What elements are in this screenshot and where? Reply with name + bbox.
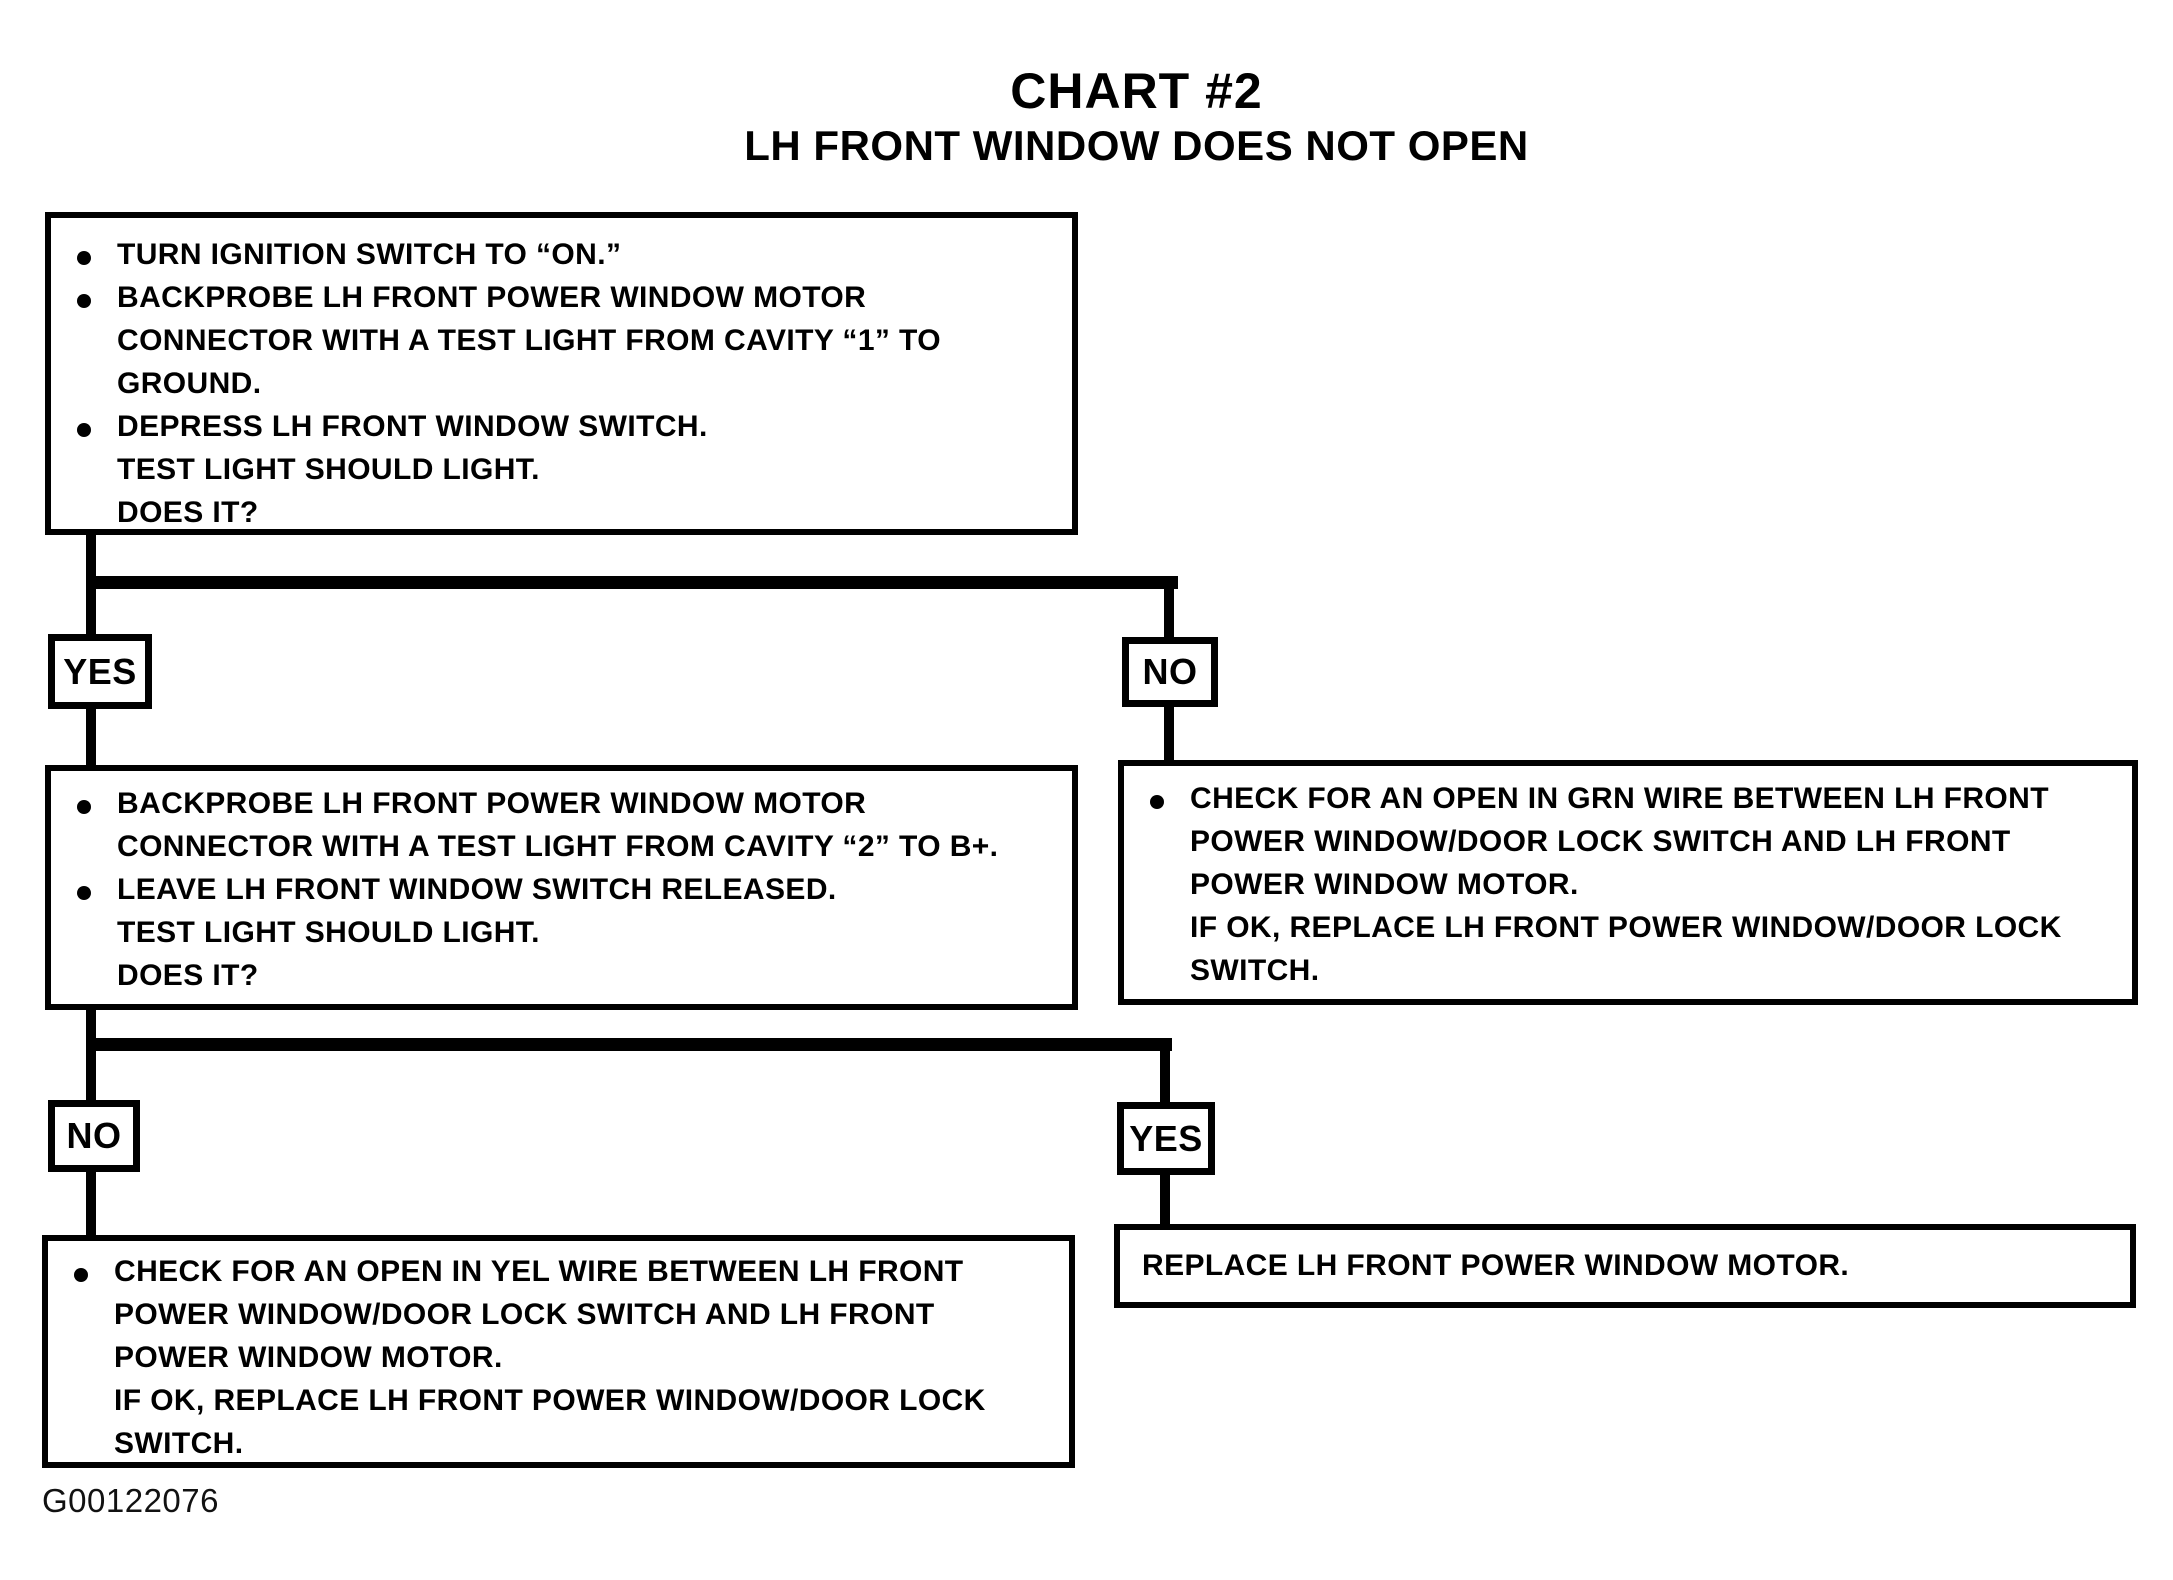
step-box-cavity2-test: BACKPROBE LH FRONT POWER WINDOW MOTOR CO… (45, 765, 1078, 1010)
step-text: POWER WINDOW/DOOR LOCK SWITCH AND LH FRO… (114, 1298, 935, 1331)
step-text: CONNECTOR WITH A TEST LIGHT FROM CAVITY … (117, 324, 941, 357)
branch-label-text: YES (1129, 1117, 1203, 1159)
action-box-check-grn-wire: CHECK FOR AN OPEN IN GRN WIRE BETWEEN LH… (1118, 760, 2138, 1005)
connector-line (86, 1038, 1172, 1051)
step-text: DOES IT? (117, 959, 259, 992)
connector-line (1160, 1048, 1170, 1102)
connector-line (86, 707, 96, 765)
connector-line (1164, 586, 1174, 637)
step-text: POWER WINDOW/DOOR LOCK SWITCH AND LH FRO… (1190, 825, 2011, 858)
step-text: TEST LIGHT SHOULD LIGHT. (117, 916, 540, 949)
branch-label-no-1: NO (1122, 637, 1218, 707)
action-box-replace-motor: REPLACE LH FRONT POWER WINDOW MOTOR. (1114, 1224, 2136, 1308)
step-text: TURN IGNITION SWITCH TO “ON.” (117, 238, 622, 271)
step-text: IF OK, REPLACE LH FRONT POWER WINDOW/DOO… (114, 1384, 986, 1417)
chart-subtitle: LH FRONT WINDOW DOES NOT OPEN (744, 122, 1529, 169)
connector-line (86, 576, 1178, 589)
branch-label-text: YES (63, 650, 137, 692)
branch-label-text: NO (66, 1115, 122, 1156)
step-text: SWITCH. (1190, 954, 1320, 987)
step-text: LEAVE LH FRONT WINDOW SWITCH RELEASED. (117, 873, 837, 906)
step-text: REPLACE LH FRONT POWER WINDOW MOTOR. (1142, 1249, 1850, 1282)
step-text: SWITCH. (114, 1427, 244, 1460)
bullet-icon (1150, 795, 1164, 809)
step-text: DOES IT? (117, 496, 259, 529)
chart-title: CHART #2 (1010, 63, 1263, 119)
figure-id: G00122076 (42, 1482, 219, 1519)
connector-line (1160, 1173, 1170, 1224)
step-text: POWER WINDOW MOTOR. (114, 1341, 503, 1374)
step-text: BACKPROBE LH FRONT POWER WINDOW MOTOR (117, 787, 867, 820)
step-text: BACKPROBE LH FRONT POWER WINDOW MOTOR (117, 281, 867, 314)
connector-line (86, 1170, 96, 1235)
branch-label-text: NO (1142, 651, 1198, 692)
step-text: CHECK FOR AN OPEN IN GRN WIRE BETWEEN LH… (1190, 782, 2049, 815)
branch-label-no-2: NO (48, 1100, 140, 1172)
step-text: DEPRESS LH FRONT WINDOW SWITCH. (117, 410, 708, 443)
step-text: POWER WINDOW MOTOR. (1190, 868, 1579, 901)
connector-line (1164, 705, 1174, 760)
bullet-icon (77, 886, 91, 900)
step-text: CHECK FOR AN OPEN IN YEL WIRE BETWEEN LH… (114, 1255, 964, 1288)
branch-label-yes-1: YES (48, 634, 152, 709)
step-text: CONNECTOR WITH A TEST LIGHT FROM CAVITY … (117, 830, 999, 863)
connector-line (86, 1008, 96, 1100)
bullet-icon (77, 423, 91, 437)
step-text: GROUND. (117, 367, 262, 400)
bullet-icon (77, 800, 91, 814)
bullet-icon (74, 1268, 88, 1282)
branch-label-yes-2: YES (1117, 1102, 1215, 1175)
step-text: IF OK, REPLACE LH FRONT POWER WINDOW/DOO… (1190, 911, 2062, 944)
action-box-check-yel-wire: CHECK FOR AN OPEN IN YEL WIRE BETWEEN LH… (42, 1235, 1075, 1468)
step-box-initial-test: TURN IGNITION SWITCH TO “ON.” BACKPROBE … (45, 212, 1078, 535)
step-text: TEST LIGHT SHOULD LIGHT. (117, 453, 540, 486)
bullet-icon (77, 251, 91, 265)
bullet-icon (77, 294, 91, 308)
